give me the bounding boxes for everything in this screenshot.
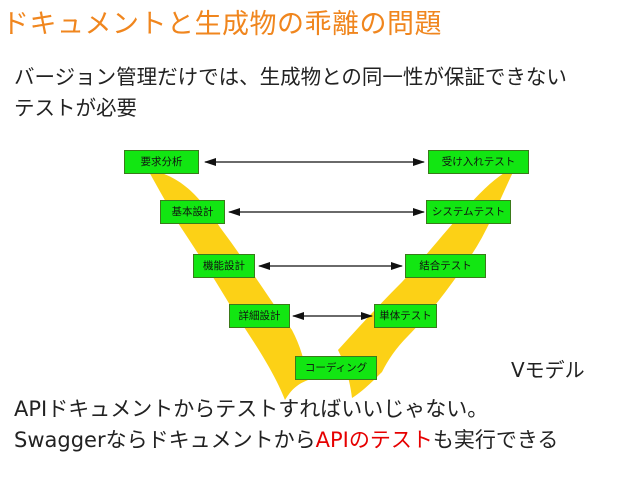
box-requirements-analysis: 要求分析 [124,150,199,174]
box-detailed-design: 詳細設計 [229,304,290,328]
v-right-band [338,166,516,398]
footer-line-2-end: も実行できる [432,428,559,452]
intro-line-2: テストが必要 [14,96,137,120]
v-left-band [148,170,308,400]
box-basic-design: 基本設計 [160,200,225,224]
footer-line-2: SwaggerならドキュメントからAPIのテストも実行できる [14,425,558,456]
box-system-test: システムテスト [426,200,511,224]
box-functional-design: 機能設計 [193,254,255,278]
footer-text: APIドキュメントからテストすればいいじゃない。 Swaggerならドキュメント… [14,394,558,456]
box-coding: コーディング [295,356,377,380]
footer-line-2-start: Swaggerならドキュメントから [14,428,316,452]
v-model-label: Vモデル [511,358,585,382]
box-integration-test: 結合テスト [405,254,486,278]
box-acceptance-test: 受け入れテスト [428,150,529,174]
intro-line-1: バージョン管理だけでは、生成物との同一性が保証できない [14,65,567,89]
box-unit-test: 単体テスト [374,304,437,328]
intro-text: バージョン管理だけでは、生成物との同一性が保証できない テストが必要 [14,62,629,124]
footer-highlight-api-test: APIのテスト [315,428,433,452]
footer-line-1: APIドキュメントからテストすればいいじゃない。 [14,397,489,421]
slide-title: ドキュメントと生成物の乖離の問題 [2,9,442,40]
